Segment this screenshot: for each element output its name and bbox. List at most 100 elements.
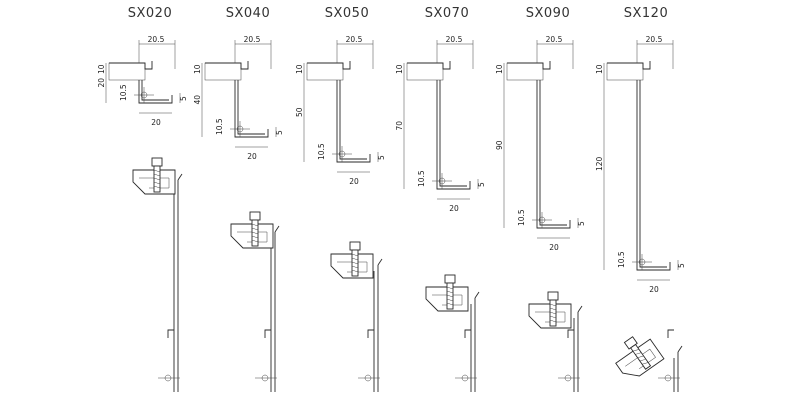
dim-top-height: 10 <box>495 64 504 74</box>
profile-web <box>536 80 571 229</box>
dim-web-height: 20 <box>97 78 106 88</box>
hole-marker <box>236 125 244 133</box>
bolt-thread <box>639 358 646 362</box>
bolt-thread <box>549 303 557 307</box>
bolt-thread <box>153 185 161 189</box>
profile-web-inner <box>141 80 169 101</box>
top-lip <box>205 61 249 70</box>
profiles-group: SX02020.5102010.5205SX04020.5104010.5205… <box>97 6 686 294</box>
profile-web-inner <box>237 80 265 135</box>
assembly-lip <box>377 258 383 266</box>
assembly-notch <box>464 329 471 338</box>
dim-top-width: 20.5 <box>148 35 165 44</box>
assemblies-group <box>132 157 683 392</box>
profile-web-inner <box>439 80 467 187</box>
assembly-notch <box>167 329 174 338</box>
bolt-thread <box>251 223 259 227</box>
dim-lower: 10.5 <box>215 118 224 135</box>
top-flange-box <box>306 62 344 81</box>
assembly-sx050 <box>330 241 383 392</box>
bolt-thread <box>549 311 557 315</box>
assembly-sx020 <box>132 157 183 392</box>
dim-bottom-width: 20 <box>449 204 459 213</box>
clamp-bolt <box>230 211 274 249</box>
bolt-thread <box>251 235 259 239</box>
dim-lower: 10.5 <box>617 251 626 268</box>
assembly-profile <box>373 265 379 392</box>
assembly-lip <box>274 225 280 233</box>
top-lip <box>407 61 451 70</box>
bolt-thread <box>632 349 640 352</box>
profile-web-inner <box>339 80 367 160</box>
dim-top-width: 20.5 <box>646 35 663 44</box>
dim-top-height: 10 <box>193 64 202 74</box>
profile-web <box>636 80 671 271</box>
hole-marker <box>338 150 346 158</box>
bolt-thread <box>251 231 259 235</box>
dim-web-height: 40 <box>193 95 202 105</box>
assembly-lip <box>577 305 583 313</box>
bolt-thread <box>637 355 644 358</box>
dim-top-height: 10 <box>97 64 106 74</box>
profile-title: SX020 <box>128 6 172 21</box>
top-lip <box>507 61 551 70</box>
dim-lip: 5 <box>377 155 386 160</box>
dim-bottom-width: 20 <box>649 285 659 294</box>
bolt-thread <box>153 181 161 185</box>
dim-lip: 5 <box>477 182 486 187</box>
top-lip <box>307 61 351 70</box>
profile-title: SX070 <box>425 6 469 21</box>
profile-web-inner <box>539 80 567 226</box>
assembly-sx040 <box>230 211 280 392</box>
hole-marker <box>538 216 546 224</box>
dim-lower: 10.5 <box>317 143 326 160</box>
assembly-profile <box>573 312 579 392</box>
bolt-thread <box>153 173 161 177</box>
dim-bottom-width: 20 <box>349 177 359 186</box>
assembly-profile <box>470 298 476 392</box>
top-flange-box <box>606 62 644 81</box>
bolt-thread <box>446 294 454 298</box>
assembly-notch <box>264 329 271 338</box>
dim-top-width: 20.5 <box>546 35 563 44</box>
top-flange-box <box>506 62 544 81</box>
profile-title: SX090 <box>526 6 570 21</box>
bolt-thread <box>446 298 454 302</box>
bolt-thread <box>351 269 359 273</box>
assembly-notch <box>567 329 574 338</box>
dim-web-height: 120 <box>595 156 604 171</box>
assembly-lip <box>677 345 683 353</box>
dim-web-height: 50 <box>295 107 304 117</box>
dim-bottom-width: 20 <box>247 152 257 161</box>
bolt-thread <box>446 286 454 290</box>
hole-marker <box>638 258 646 266</box>
clamp-bolt <box>615 336 665 377</box>
hole-marker <box>438 177 446 185</box>
bolt-head <box>547 291 559 301</box>
dim-top-width: 20.5 <box>244 35 261 44</box>
profile-web-inner <box>639 80 667 268</box>
dim-lip: 5 <box>275 130 284 135</box>
bolt-thread <box>635 352 642 355</box>
dim-web-height: 90 <box>495 140 504 150</box>
clamp-bolt <box>425 274 469 312</box>
top-lip <box>607 61 651 70</box>
clamp-bolt <box>330 241 374 279</box>
clamp-bolt <box>132 157 176 195</box>
bolt-thread <box>351 265 359 269</box>
bolt-thread <box>251 227 259 231</box>
profile-web <box>436 80 471 190</box>
top-flange-box <box>204 62 242 81</box>
dim-top-height: 10 <box>295 64 304 74</box>
bolt-head <box>444 274 456 284</box>
bolt-thread <box>251 239 259 243</box>
dim-lower: 10.5 <box>417 170 426 187</box>
bolt-head <box>349 241 361 251</box>
bolt-thread <box>642 362 649 365</box>
assembly-profile <box>173 180 179 392</box>
top-flange-box <box>108 62 146 81</box>
profile-web <box>138 80 173 104</box>
bolt-thread <box>153 177 161 181</box>
